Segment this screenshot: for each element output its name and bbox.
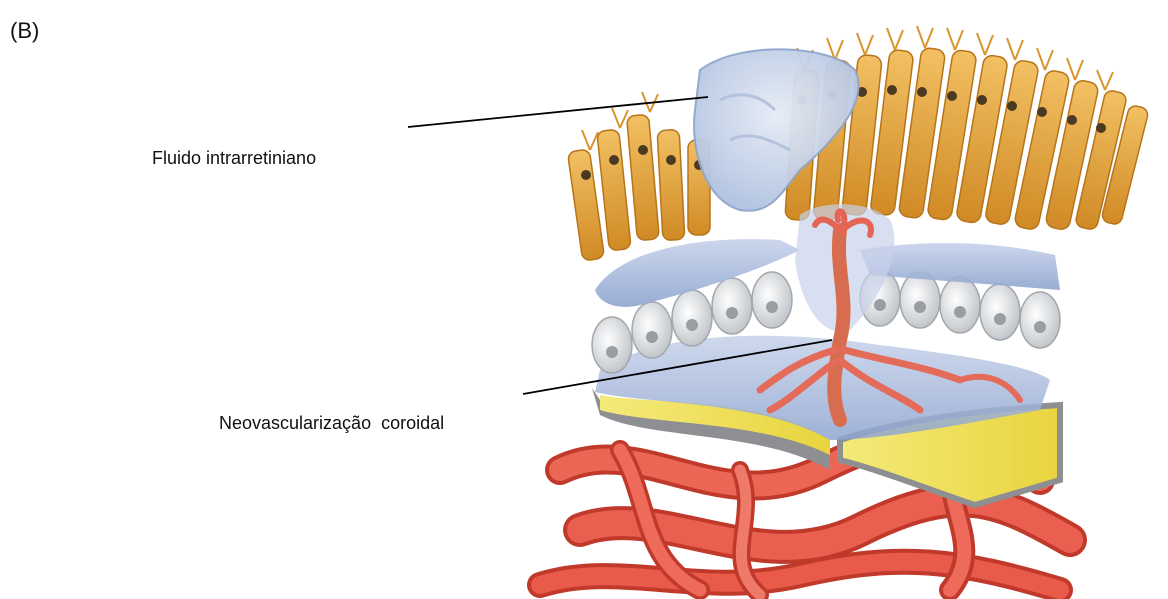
choroidal-neovascularization-label: Neovascularização coroidal (219, 413, 444, 434)
intraretinal-fluid-label: Fluido intrarretiniano (152, 148, 316, 169)
fluid-leader-line (408, 97, 708, 127)
